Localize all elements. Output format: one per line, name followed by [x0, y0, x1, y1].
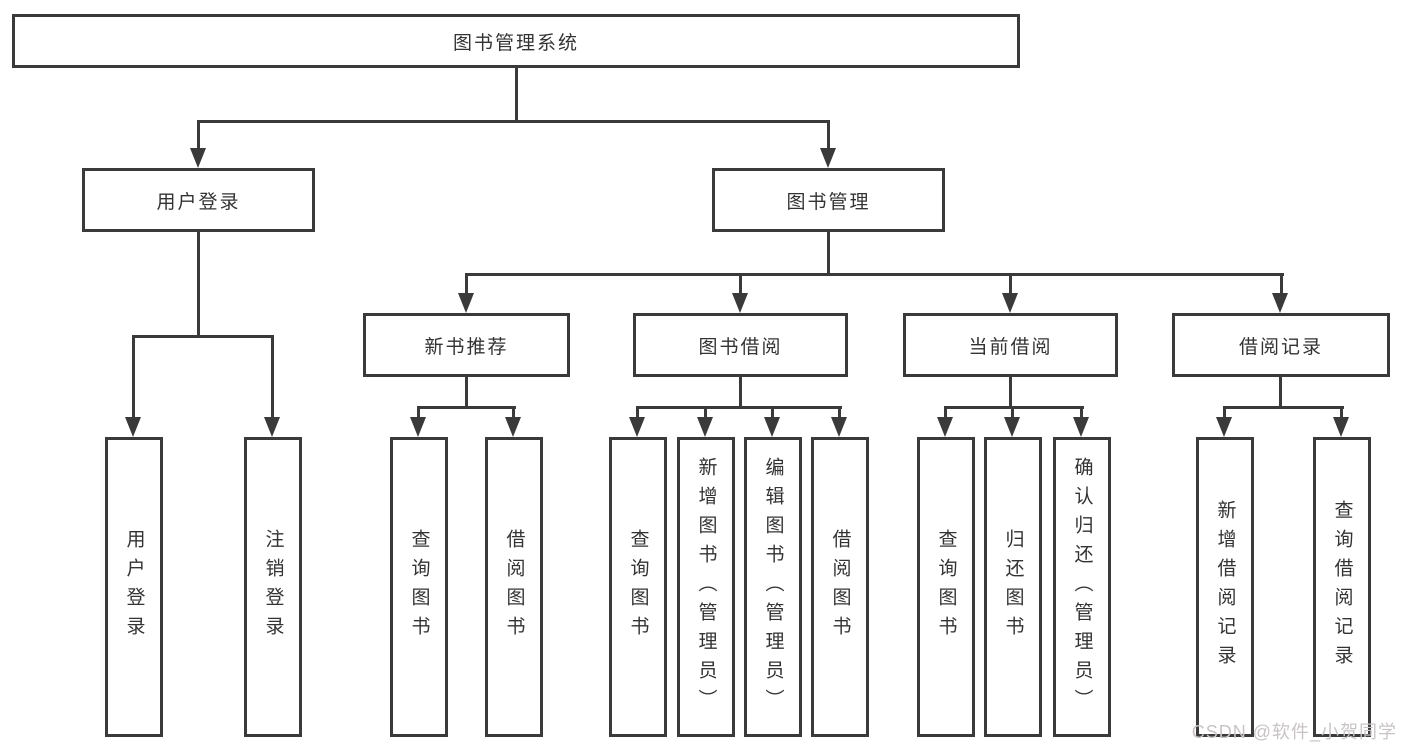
connector-line [465, 377, 468, 406]
connector-line [838, 406, 841, 417]
arrowhead-down-icon [1073, 417, 1089, 437]
node-book-management-label: 图书管理 [786, 191, 871, 213]
leaf-return-books-label: 归还图书 [1002, 529, 1024, 645]
arrowhead-down-icon [458, 293, 474, 313]
arrowhead-down-icon [1004, 417, 1020, 437]
connector-line [1279, 377, 1282, 406]
leaf-logout-label: 注销登录 [262, 529, 284, 645]
csdn-watermark: CSDN @软件_小贺同学 [1191, 722, 1397, 742]
connector-line [739, 273, 742, 293]
connector-line [197, 120, 830, 123]
leaf-confirm-return-admin-label: 确认归还（管理员） [1071, 456, 1093, 718]
connector-line [417, 406, 516, 409]
leaf-borrow-books-2: 借阅图书 [811, 437, 869, 737]
arrowhead-down-icon [697, 417, 713, 437]
arrowhead-down-icon [937, 417, 953, 437]
node-user-login-label: 用户登录 [156, 191, 241, 213]
node-root: 图书管理系统 [12, 14, 1020, 68]
arrowhead-down-icon [190, 148, 206, 168]
connector-line [771, 406, 774, 417]
arrowhead-down-icon [1216, 417, 1232, 437]
connector-line [197, 120, 200, 148]
node-new-book-recommend: 新书推荐 [363, 313, 570, 377]
leaf-add-books-admin-label: 新增图书（管理员） [695, 456, 717, 718]
connector-line [1340, 406, 1343, 417]
node-user-login: 用户登录 [82, 168, 315, 232]
connector-line [271, 335, 274, 417]
arrowhead-down-icon [732, 293, 748, 313]
arrowhead-down-icon [125, 417, 141, 437]
arrowhead-down-icon [764, 417, 780, 437]
connector-line [512, 406, 515, 417]
arrowhead-down-icon [1272, 293, 1288, 313]
arrowhead-down-icon [629, 417, 645, 437]
leaf-add-books-admin: 新增图书（管理员） [677, 437, 735, 737]
connector-line [1009, 273, 1012, 293]
node-current-borrowing: 当前借阅 [903, 313, 1118, 377]
leaf-edit-books-admin-label: 编辑图书（管理员） [762, 456, 784, 718]
connector-line [1280, 273, 1283, 293]
connector-line [465, 273, 468, 293]
connector-line [704, 406, 707, 417]
leaf-logout: 注销登录 [244, 437, 302, 737]
leaf-query-borrow-record: 查询借阅记录 [1313, 437, 1371, 737]
leaf-add-borrow-record-label: 新增借阅记录 [1214, 500, 1236, 674]
leaf-query-books-3-label: 查询图书 [935, 529, 957, 645]
arrowhead-down-icon [820, 148, 836, 168]
connector-line [944, 406, 947, 417]
node-book-management: 图书管理 [712, 168, 945, 232]
leaf-query-books-3: 查询图书 [917, 437, 975, 737]
node-book-borrowing-label: 图书借阅 [698, 336, 783, 358]
node-borrowing-records-label: 借阅记录 [1238, 336, 1323, 358]
leaf-query-books-1: 查询图书 [390, 437, 448, 737]
connector-line [1223, 406, 1226, 417]
connector-line [739, 377, 742, 406]
connector-line [1080, 406, 1083, 417]
arrowhead-down-icon [410, 417, 426, 437]
leaf-user-login-label: 用户登录 [123, 529, 145, 645]
node-new-book-recommend-label: 新书推荐 [424, 336, 509, 358]
leaf-query-books-2-label: 查询图书 [627, 529, 649, 645]
connector-line [944, 406, 1084, 409]
connector-line [132, 335, 274, 338]
arrowhead-down-icon [505, 417, 521, 437]
connector-line [827, 120, 830, 148]
arrowhead-down-icon [264, 417, 280, 437]
leaf-query-books-2: 查询图书 [609, 437, 667, 737]
arrowhead-down-icon [1002, 293, 1018, 313]
leaf-query-books-1-label: 查询图书 [408, 529, 430, 645]
leaf-user-login: 用户登录 [105, 437, 163, 737]
leaf-borrow-books-1-label: 借阅图书 [503, 529, 525, 645]
connector-line [132, 335, 135, 417]
connector-line [197, 232, 200, 335]
node-current-borrowing-label: 当前借阅 [968, 336, 1053, 358]
node-book-borrowing: 图书借阅 [633, 313, 848, 377]
connector-line [515, 68, 518, 120]
node-borrowing-records: 借阅记录 [1172, 313, 1390, 377]
arrowhead-down-icon [1333, 417, 1349, 437]
connector-line [636, 406, 842, 409]
connector-line [827, 232, 830, 273]
leaf-borrow-books-1: 借阅图书 [485, 437, 543, 737]
arrowhead-down-icon [831, 417, 847, 437]
leaf-query-borrow-record-label: 查询借阅记录 [1331, 500, 1353, 674]
connector-line [417, 406, 420, 417]
leaf-edit-books-admin: 编辑图书（管理员） [744, 437, 802, 737]
leaf-add-borrow-record: 新增借阅记录 [1196, 437, 1254, 737]
connector-line [465, 273, 1284, 276]
connector-line [1011, 406, 1014, 417]
node-root-label: 图书管理系统 [452, 32, 579, 54]
connector-line [1223, 406, 1344, 409]
leaf-return-books: 归还图书 [984, 437, 1042, 737]
leaf-confirm-return-admin: 确认归还（管理员） [1053, 437, 1111, 737]
connector-line [636, 406, 639, 417]
leaf-borrow-books-2-label: 借阅图书 [829, 529, 851, 645]
connector-line [1009, 377, 1012, 406]
